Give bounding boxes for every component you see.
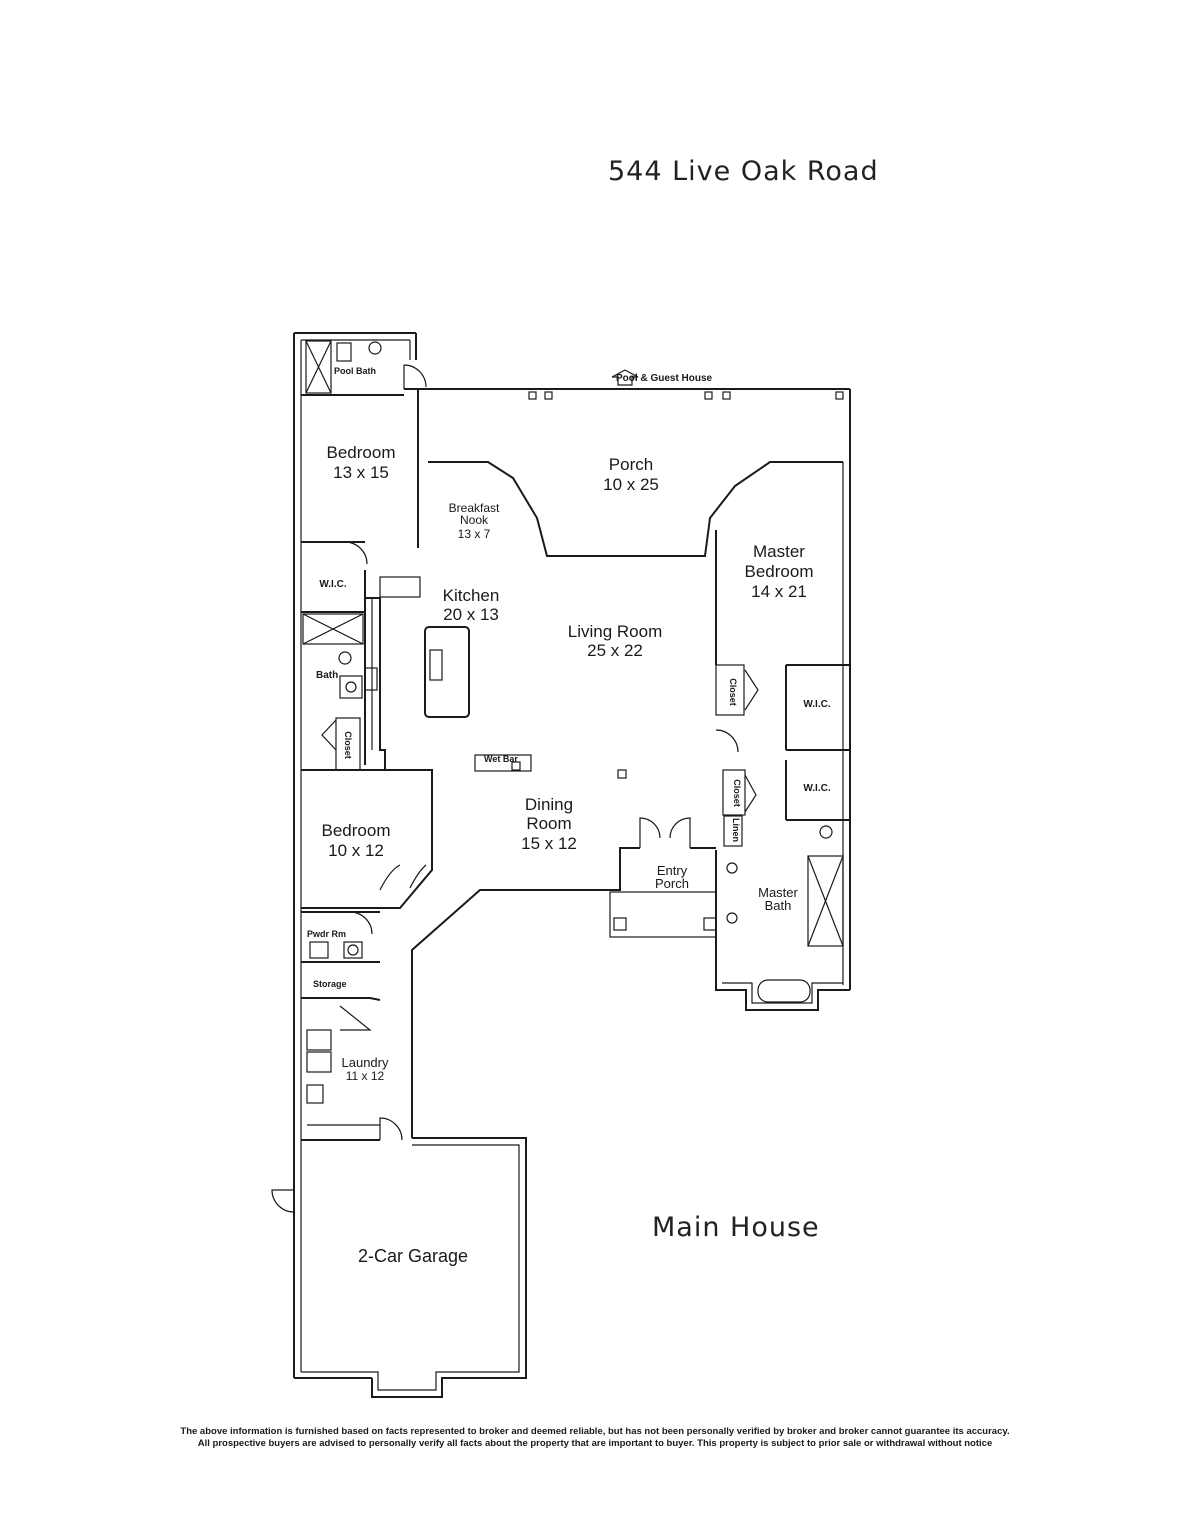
- kitchen-size: 20 x 13: [443, 605, 499, 624]
- living-room-size: 25 x 22: [587, 641, 643, 660]
- disclaimer-line2: All prospective buyers are advised to pe…: [197, 1438, 993, 1449]
- closet-master-label: Closet: [728, 678, 738, 706]
- entry-porch-name2: Porch: [655, 876, 689, 891]
- pool-bath-label: Pool Bath: [334, 366, 376, 376]
- disclaimer: The above information is furnished based…: [110, 1426, 1080, 1450]
- master-bedroom-size: 14 x 21: [751, 582, 807, 601]
- wic3-label: W.I.C.: [803, 783, 830, 794]
- powder-room-label: Pwdr Rm: [307, 929, 346, 939]
- linen-label: Linen: [731, 818, 741, 842]
- storage-label: Storage: [313, 979, 347, 989]
- bedroom2-name: Bedroom: [322, 821, 391, 840]
- master-bath-name2: Bath: [765, 898, 792, 913]
- kitchen-name: Kitchen: [443, 586, 500, 605]
- disclaimer-line1: The above information is furnished based…: [180, 1426, 1010, 1437]
- breakfast-name1: Breakfast: [449, 501, 500, 515]
- laundry-name: Laundry: [342, 1055, 389, 1070]
- living-room-name: Living Room: [568, 622, 663, 641]
- garage-label: 2-Car Garage: [358, 1246, 468, 1266]
- master-bath-name1: Master: [758, 885, 798, 900]
- master-bedroom-name1: Master: [753, 542, 805, 561]
- dining-room-name2: Room: [526, 814, 571, 833]
- bedroom2-size: 10 x 12: [328, 841, 384, 860]
- master-bedroom-name2: Bedroom: [745, 562, 814, 581]
- section-title: Main House: [652, 1212, 820, 1243]
- wic1-label: W.I.C.: [319, 579, 346, 590]
- address-title: 544 Live Oak Road: [608, 156, 879, 187]
- closet-hall-label: Closet: [732, 779, 742, 807]
- bath-label: Bath: [316, 670, 338, 681]
- entry-porch-name1: Entry: [657, 863, 688, 878]
- interior-walls: [271, 340, 850, 1213]
- wet-bar-label: Wet Bar: [484, 754, 518, 764]
- closet-bath-label: Closet: [343, 731, 353, 759]
- exterior-walls: [293, 332, 851, 1398]
- wic2-label: W.I.C.: [803, 699, 830, 710]
- porch-name: Porch: [609, 455, 653, 474]
- laundry-size: 11 x 12: [346, 1069, 385, 1083]
- bedroom1-size: 13 x 15: [333, 463, 389, 482]
- porch-size: 10 x 25: [603, 475, 659, 494]
- pool-guest-house-label: Pool & Guest House: [616, 373, 713, 384]
- dining-room-name1: Dining: [525, 795, 573, 814]
- breakfast-name2: Nook: [460, 513, 489, 527]
- breakfast-size: 13 x 7: [458, 527, 491, 541]
- bedroom1-name: Bedroom: [327, 443, 396, 462]
- dining-room-size: 15 x 12: [521, 834, 577, 853]
- room-labels: Pool & Guest House Pool Bath Bedroom 13 …: [307, 366, 831, 1266]
